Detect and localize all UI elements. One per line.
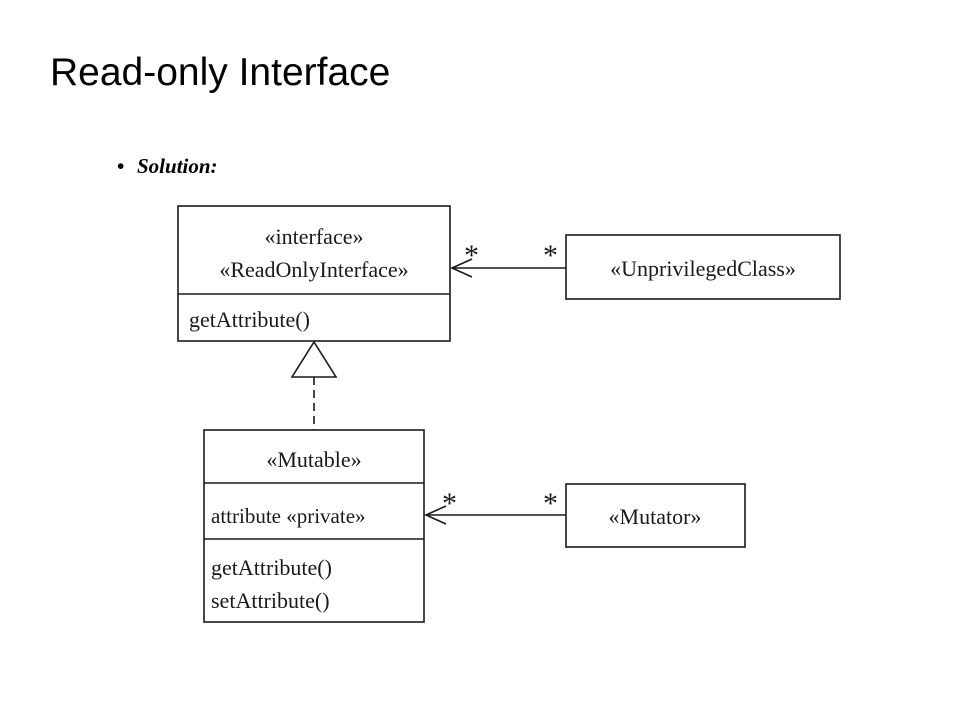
- bullet-text: Solution:: [137, 154, 218, 178]
- bullet-dot-icon: •: [117, 154, 125, 178]
- unprivileged-class-name: «UnprivilegedClass»: [610, 256, 796, 281]
- open-arrowhead-icon: [424, 505, 447, 525]
- unprivileged-class-box: [565, 234, 841, 300]
- solution-bullet: • Solution:: [117, 153, 218, 179]
- association-mutator-to-mutable: [424, 505, 566, 525]
- interface-name: «ReadOnlyInterface»: [219, 257, 408, 282]
- multiplicity-unprivileged-end: *: [543, 239, 558, 272]
- realization-mutable-to-interface: [290, 340, 338, 430]
- mutator-name: «Mutator»: [609, 504, 702, 529]
- mutable-name: «Mutable»: [266, 447, 361, 472]
- slide-title: Read-only Interface: [50, 51, 391, 94]
- hollow-triangle-icon: [290, 340, 338, 378]
- interface-operation: getAttribute(): [189, 307, 310, 332]
- multiplicity-mutator-end: *: [543, 487, 558, 520]
- multiplicity-interface-end: *: [464, 239, 479, 272]
- interface-stereotype: «interface»: [265, 224, 364, 249]
- mutable-attribute: attribute «private»: [211, 504, 366, 528]
- mutable-operation-set: setAttribute(): [211, 588, 330, 613]
- multiplicity-mutable-end: *: [442, 487, 457, 520]
- mutable-operation-get: getAttribute(): [211, 555, 332, 580]
- open-arrowhead-icon: [450, 258, 473, 278]
- association-unprivileged-to-interface: [450, 258, 566, 278]
